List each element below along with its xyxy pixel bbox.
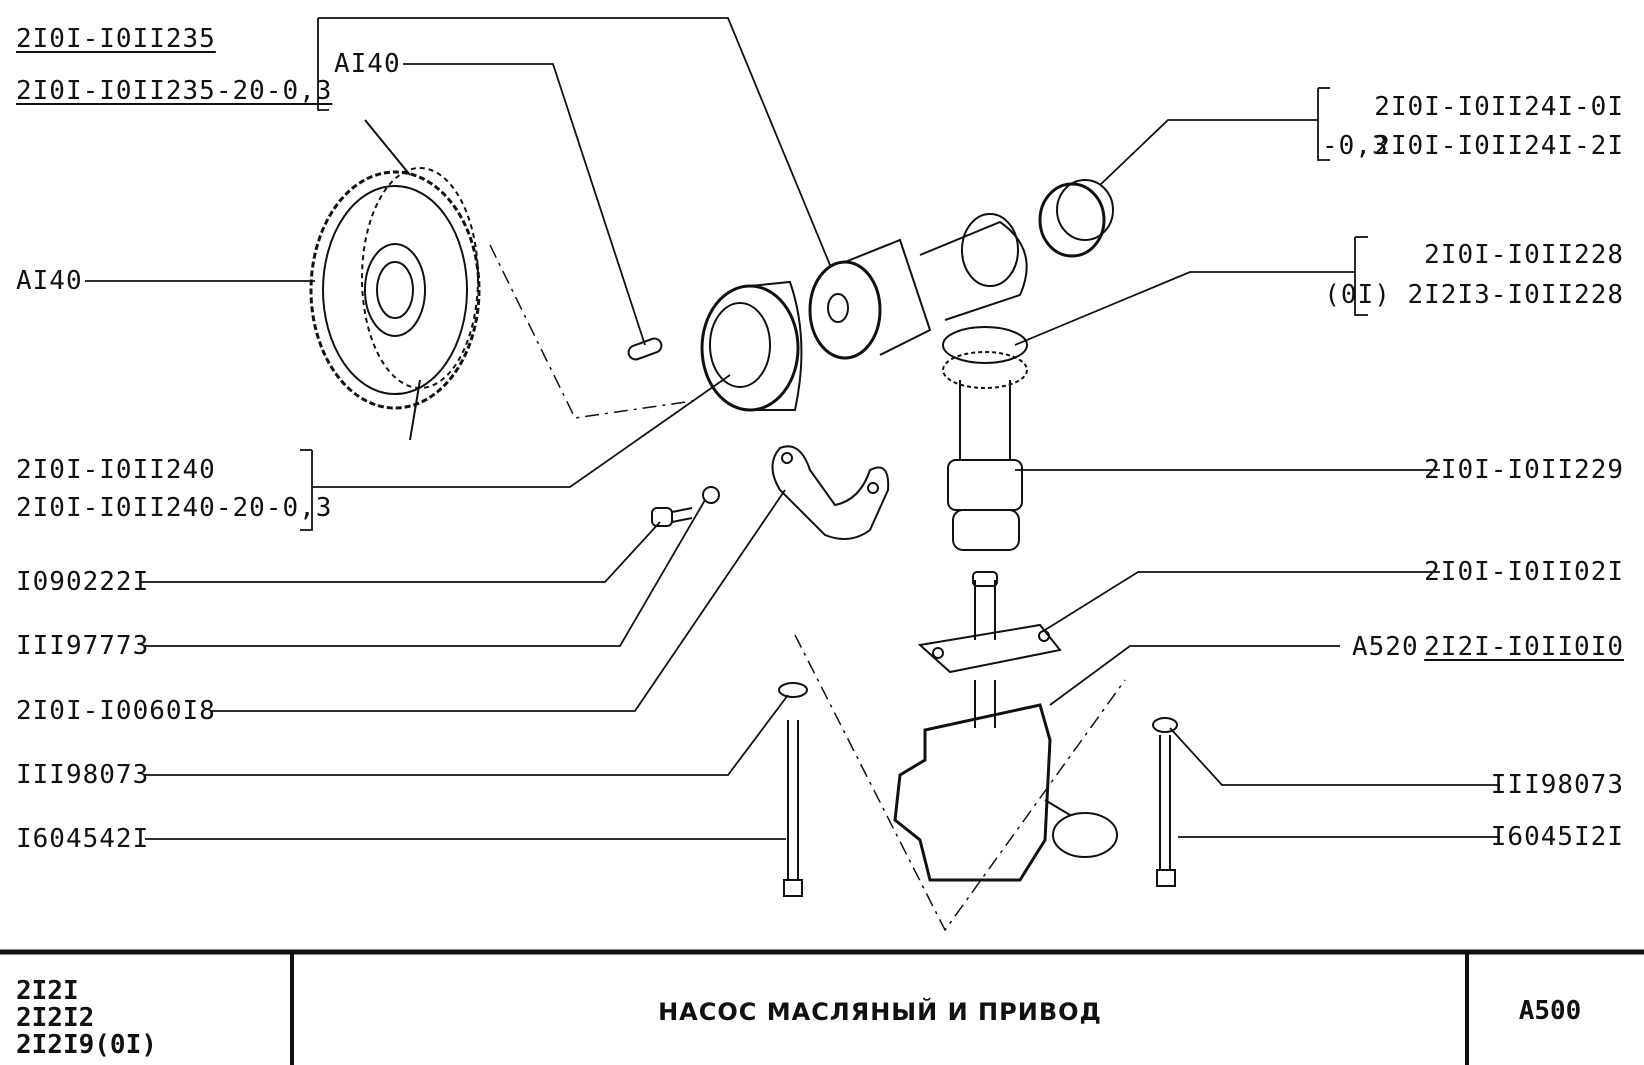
- label-pump-code: A520: [1352, 632, 1419, 662]
- pinion-shaft-part: [942, 326, 1028, 551]
- label-ring-2: 2I0I-I0II240-20-0,3: [16, 493, 333, 523]
- pump-body-part: [893, 680, 1118, 882]
- sheet-code: A500: [1518, 996, 1582, 1026]
- label-ai40-top: AI40: [334, 49, 401, 79]
- drawing-title: НАСОС МАСЛЯНЫЙ И ПРИВОД: [658, 998, 1102, 1026]
- pin-part: [627, 337, 663, 361]
- drive-gear-hub: [808, 213, 1028, 360]
- label-pump-part: 2I2I-I0II0I0: [1424, 632, 1624, 662]
- label-bolt-small: I090222I: [16, 567, 150, 597]
- ring-part: [700, 280, 803, 412]
- gasket-part: [917, 571, 1062, 674]
- title-block-models: 2I2I 2I2I2 2I2I9(0I): [16, 978, 157, 1059]
- label-gear-1: 2I0I-I0II228: [1424, 240, 1624, 270]
- bushing-part: [1038, 179, 1114, 258]
- label-gasket: 2I0I-I0II02I: [1424, 557, 1624, 587]
- label-washer-right: III98073: [1490, 770, 1624, 800]
- label-shaft: 2I0I-I0II229: [1424, 455, 1624, 485]
- label-bracket: 2I0I-I0060I8: [16, 696, 216, 726]
- title-block-frame: [0, 949, 1644, 1065]
- label-washer-small: III97773: [16, 631, 150, 661]
- bracket-part: [771, 445, 890, 540]
- label-sprocket-part-repair: 2I0I-I0II235-20-0,3: [16, 76, 333, 106]
- label-washer-left: III98073: [16, 760, 150, 790]
- label-bolt-left: I604542I: [16, 824, 150, 854]
- label-ai40-left: AI40: [16, 266, 83, 296]
- label-bolt-right: I6045I2I: [1490, 822, 1624, 852]
- small-bolt-part: [651, 486, 720, 527]
- label-sprocket-part: 2I0I-I0II235: [16, 24, 216, 54]
- label-bushing-prefix: -0,3: [1322, 131, 1389, 161]
- model-3: 2I2I9(0I): [16, 1030, 157, 1060]
- label-bushing-2: 2I0I-I0II24I-2I: [1374, 131, 1624, 161]
- model-2: 2I2I2: [16, 1003, 95, 1033]
- sprocket-part: [309, 119, 481, 441]
- label-gear-2: (0I) 2I2I3-I0II228: [1324, 280, 1624, 310]
- label-ring-1: 2I0I-I0II240: [16, 455, 216, 485]
- label-bushing-1: 2I0I-I0II24I-0I: [1374, 92, 1624, 122]
- long-bolt-left: [778, 682, 808, 897]
- model-1: 2I2I: [16, 976, 79, 1006]
- long-bolt-right: [1152, 717, 1178, 887]
